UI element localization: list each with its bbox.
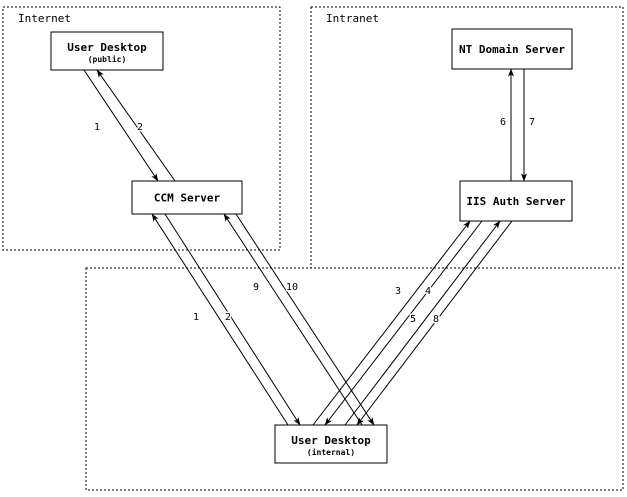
- flow-label-flow-3: 3: [395, 286, 401, 297]
- flow-label-halo-flow-6: 6: [500, 117, 506, 128]
- flow-label-flow-1-internal: 1: [193, 312, 199, 323]
- flow-label-flow-2-public: 2: [137, 122, 143, 133]
- node-title-nt-domain-server: NT Domain Server: [459, 43, 565, 56]
- flow-line-flow-4: [324, 220, 483, 426]
- node-subtitle-user-desktop-public: (public): [88, 54, 127, 64]
- node-user-desktop-public: User Desktop(public): [50, 31, 164, 71]
- flow-label-halo-flow-2-public: 2: [137, 122, 143, 133]
- flow-line-flow-9: [223, 213, 363, 426]
- flow-line-flow-3: [312, 220, 471, 426]
- flow-label-flow-10: 10: [286, 282, 298, 293]
- flow-label-flow-7: 7: [529, 117, 535, 128]
- node-box-user-desktop-internal: [274, 424, 388, 464]
- zone-boundaries: Internet Intranet: [2, 6, 624, 491]
- flow-line-flow-5: [344, 220, 501, 426]
- node-iis-auth-server: IIS Auth Server: [459, 180, 573, 222]
- node-title-user-desktop-internal: User Desktop: [291, 434, 371, 447]
- zone-label-internet: Internet: [18, 12, 71, 25]
- zone-boundary-internal: [85, 267, 624, 491]
- node-subtitle-user-desktop-internal: (internal): [307, 447, 355, 457]
- flow-label-halo-flow-2-internal: 2: [225, 312, 231, 323]
- zone-label-intranet: Intranet: [326, 12, 379, 25]
- flow-label-halo-flow-10: 10: [286, 282, 298, 293]
- node-box-ccm-server: [131, 180, 243, 215]
- flow-label-flow-4: 4: [425, 286, 431, 297]
- node-title-ccm-server: CCM Server: [154, 192, 221, 205]
- flow-line-flow-2-internal: [164, 213, 301, 426]
- flow-label-halo-flow-4: 4: [425, 286, 431, 297]
- flow-label-flow-5: 5: [410, 314, 416, 325]
- flow-label-flow-1-public: 1: [94, 122, 100, 133]
- flow-label-halo-flow-1-public: 1: [94, 122, 100, 133]
- node-title-user-desktop-public: User Desktop: [67, 41, 147, 54]
- flow-label-halo-flow-7: 7: [529, 117, 535, 128]
- flow-line-flow-1-internal: [151, 213, 289, 426]
- flow-label-flow-9: 9: [253, 282, 259, 293]
- node-box-user-desktop-public: [50, 31, 164, 71]
- node-box-iis-auth-server: [459, 180, 573, 222]
- flow-arrows: [83, 68, 527, 426]
- flow-label-flow-2-internal: 2: [225, 312, 231, 323]
- flow-label-halo-flow-9: 9: [253, 282, 259, 293]
- flow-line-flow-8: [356, 220, 513, 426]
- flow-label-halo-flow-8: 8: [433, 314, 439, 325]
- flow-label-halo-flow-3: 3: [395, 286, 401, 297]
- node-title-iis-auth-server: IIS Auth Server: [466, 195, 566, 208]
- flow-line-flow-2-public: [96, 69, 176, 182]
- node-ccm-server: CCM Server: [131, 180, 243, 215]
- node-user-desktop-internal: User Desktop(internal): [274, 424, 388, 464]
- flow-label-halo-flow-5: 5: [410, 314, 416, 325]
- flow-label-flow-8: 8: [433, 314, 439, 325]
- flow-line-flow-10: [235, 213, 375, 426]
- flow-label-halo-flow-1-internal: 1: [193, 312, 199, 323]
- flow-label-flow-6: 6: [500, 117, 506, 128]
- flow-line-flow-1-public: [83, 69, 159, 182]
- node-nt-domain-server: NT Domain Server: [451, 28, 573, 70]
- node-box-nt-domain-server: [451, 28, 573, 70]
